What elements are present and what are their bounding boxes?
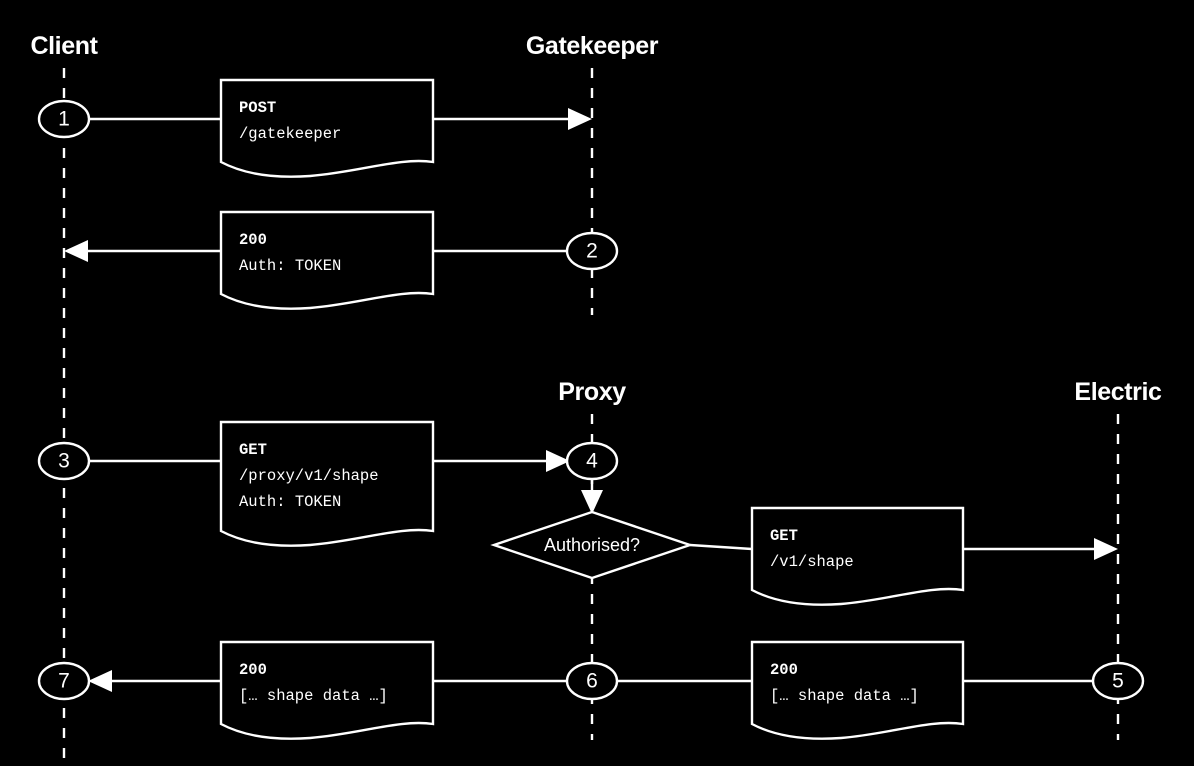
note-get-v1-line-2: /v1/shape — [770, 553, 854, 571]
step-nodes: 1 2 3 4 5 6 7 — [37, 99, 1145, 701]
step-node-7-label: 7 — [58, 670, 70, 693]
note-200-left-line-2: [… shape data …] — [239, 687, 388, 705]
note-200-token-line-2-value: TOKEN — [295, 257, 342, 275]
note-200-shape-left-shape — [219, 640, 435, 740]
step-node-3-label: 3 — [58, 450, 70, 473]
decision-authorised: Authorised? — [490, 478, 694, 580]
note-get-v1-line-1: GET — [770, 527, 798, 545]
step-node-3-ellipse — [37, 441, 91, 481]
step-node-1[interactable]: 1 — [37, 99, 91, 139]
note-get-proxy-line-3-value: TOKEN — [295, 493, 342, 511]
step-node-7[interactable]: 7 — [37, 661, 91, 701]
note-200-shape-right-shape — [750, 640, 965, 740]
step-node-6[interactable]: 6 — [565, 661, 619, 701]
note-get-proxy-line-3-prefix: Auth: — [239, 493, 295, 511]
note-get-proxy-line-1: GET — [239, 441, 267, 459]
step-node-6-ellipse — [565, 661, 619, 701]
arrowhead-7 — [88, 670, 112, 692]
note-200-right-line-1: 200 — [770, 661, 798, 679]
arrowhead-5 — [1094, 538, 1118, 560]
step-node-2-label: 2 — [586, 240, 598, 263]
step-node-1-ellipse — [37, 99, 91, 139]
step-node-2-ellipse — [565, 231, 619, 271]
step-node-5[interactable]: 5 — [1091, 661, 1145, 701]
note-200-token-line-2-prefix: Auth: — [239, 257, 295, 275]
step-node-3[interactable]: 3 — [37, 441, 91, 481]
actor-label-gatekeeper: Gatekeeper — [526, 32, 659, 60]
arrowhead-2 — [64, 240, 88, 262]
arrowhead-decision — [581, 490, 603, 514]
actor-headers: Client Gatekeeper Proxy Electric — [30, 32, 1162, 406]
note-get-proxy-line-3: Auth: TOKEN — [239, 493, 341, 511]
actor-label-electric: Electric — [1074, 378, 1162, 406]
note-post-gatekeeper-line-1: POST — [239, 99, 276, 117]
message-2-200-token: 200 Auth: TOKEN — [64, 210, 568, 310]
step-node-5-ellipse — [1091, 661, 1145, 701]
note-post-gatekeeper-line-2: /gatekeeper — [239, 125, 341, 143]
note-200-left-line-1: 200 — [239, 661, 267, 679]
decision-diamond — [490, 510, 694, 580]
connector-5-left — [689, 543, 753, 551]
note-200-token-line-2: Auth: TOKEN — [239, 257, 341, 275]
message-6-200-shape-right: 200 [… shape data …] — [616, 640, 1094, 740]
step-node-1-label: 1 — [58, 108, 70, 131]
arrowhead-1 — [568, 108, 592, 130]
note-get-proxy-line-2: /proxy/v1/shape — [239, 467, 379, 485]
note-200-right-line-2: [… shape data …] — [770, 687, 919, 705]
message-5-get-v1-shape: GET /v1/shape — [689, 506, 1118, 606]
note-200-token-line-1: 200 — [239, 231, 267, 249]
actor-label-proxy: Proxy — [558, 378, 626, 406]
step-node-4[interactable]: 4 — [565, 441, 619, 481]
step-node-4-label: 4 — [586, 450, 598, 473]
step-node-2[interactable]: 2 — [565, 231, 619, 271]
decision-label: Authorised? — [544, 535, 640, 555]
note-200-token-shape — [219, 210, 435, 310]
message-3-get-proxy-shape: GET /proxy/v1/shape Auth: TOKEN — [88, 420, 570, 547]
step-node-6-label: 6 — [586, 670, 598, 693]
message-1-post-gatekeeper: POST /gatekeeper — [88, 78, 592, 178]
step-node-5-label: 5 — [1112, 670, 1124, 693]
step-node-7-ellipse — [37, 661, 91, 701]
note-get-v1-shape-shape — [750, 506, 965, 606]
note-post-gatekeeper-shape — [219, 78, 435, 178]
message-7-200-shape-left: 200 [… shape data …] — [88, 640, 568, 740]
note-get-proxy-shape-shape — [219, 420, 435, 547]
step-node-4-ellipse — [565, 441, 619, 481]
actor-label-client: Client — [30, 32, 98, 60]
arrowhead-3 — [546, 450, 570, 472]
